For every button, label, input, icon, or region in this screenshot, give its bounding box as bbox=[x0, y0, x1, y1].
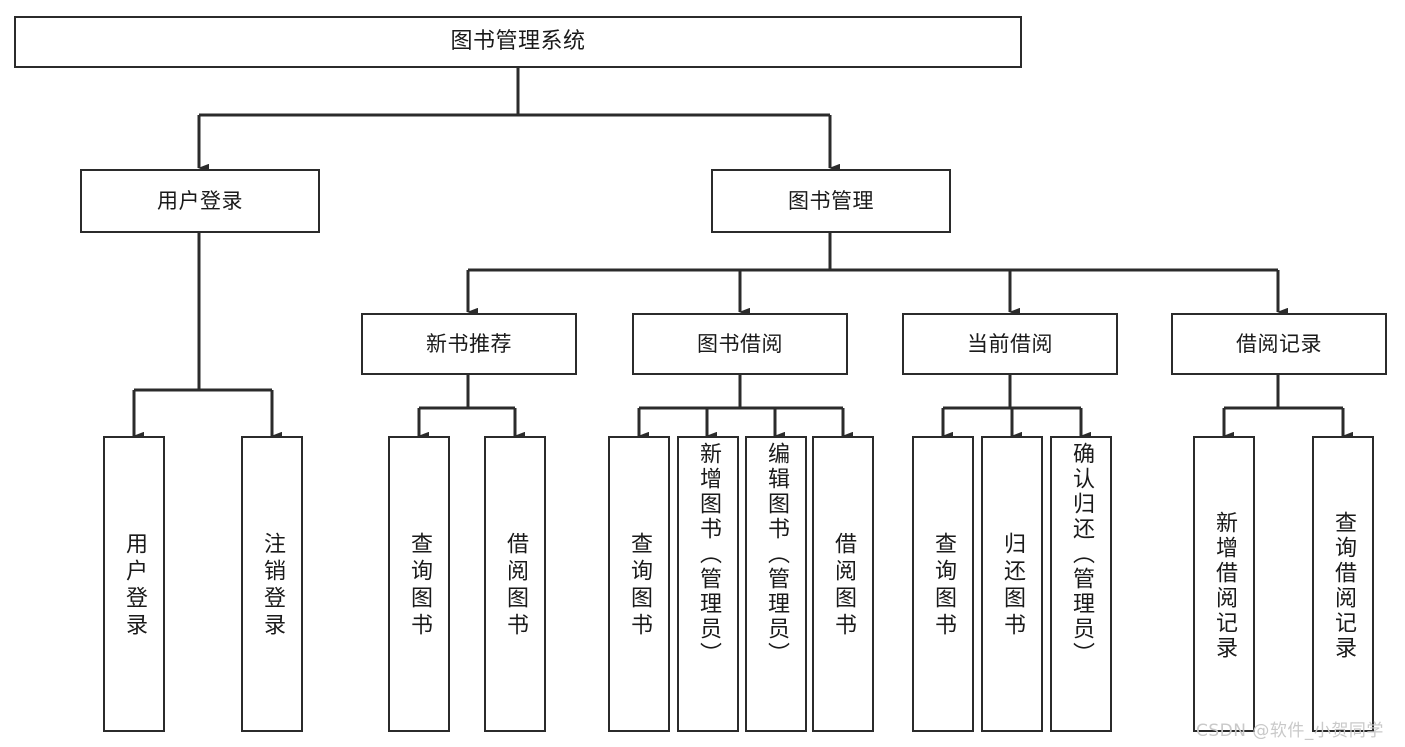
node-label: 新增借阅记录 bbox=[1212, 511, 1237, 661]
node-borrow-record[interactable]: 借阅记录 bbox=[1171, 313, 1387, 375]
leaf-query-borrow-record[interactable]: 查询借阅记录 bbox=[1312, 436, 1374, 732]
leaf-confirm-return-admin[interactable]: 确认归还（管理员） bbox=[1050, 436, 1112, 732]
node-label: 借阅图书 bbox=[503, 532, 528, 640]
node-label: 用户登录 bbox=[157, 188, 243, 213]
node-label: 图书借阅 bbox=[697, 331, 783, 356]
node-book-borrow[interactable]: 图书借阅 bbox=[632, 313, 848, 375]
node-label: 注销登录 bbox=[260, 532, 285, 640]
node-label: 查询图书 bbox=[407, 532, 432, 640]
node-label: 新书推荐 bbox=[426, 331, 512, 356]
leaf-return-book[interactable]: 归还图书 bbox=[981, 436, 1043, 732]
node-label: 借阅记录 bbox=[1236, 331, 1322, 356]
node-label: 图书管理 bbox=[788, 188, 874, 213]
node-label: 用户登录 bbox=[122, 532, 147, 640]
node-label: 查询图书 bbox=[627, 532, 652, 640]
node-label: 当前借阅 bbox=[967, 331, 1053, 356]
leaf-query-book-recommend[interactable]: 查询图书 bbox=[388, 436, 450, 732]
node-root-book-management-system[interactable]: 图书管理系统 bbox=[14, 16, 1022, 68]
node-label: 借阅图书 bbox=[831, 532, 856, 640]
leaf-query-book-current[interactable]: 查询图书 bbox=[912, 436, 974, 732]
node-label: 图书管理系统 bbox=[450, 29, 586, 55]
node-label: 编辑图书（管理员） bbox=[764, 442, 789, 667]
node-current-borrow[interactable]: 当前借阅 bbox=[902, 313, 1118, 375]
node-label: 查询借阅记录 bbox=[1331, 511, 1356, 661]
leaf-query-book-borrow[interactable]: 查询图书 bbox=[608, 436, 670, 732]
node-new-book-recommend[interactable]: 新书推荐 bbox=[361, 313, 577, 375]
leaf-logout-login[interactable]: 注销登录 bbox=[241, 436, 303, 732]
leaf-borrow-book-recommend[interactable]: 借阅图书 bbox=[484, 436, 546, 732]
leaf-add-borrow-record[interactable]: 新增借阅记录 bbox=[1193, 436, 1255, 732]
leaf-borrow-book-borrow[interactable]: 借阅图书 bbox=[812, 436, 874, 732]
csdn-watermark: CSDN @软件_小贺同学 bbox=[1196, 721, 1384, 741]
node-label: 查询图书 bbox=[931, 532, 956, 640]
leaf-add-book-admin[interactable]: 新增图书（管理员） bbox=[677, 436, 739, 732]
node-label: 新增图书（管理员） bbox=[696, 442, 721, 667]
node-user-login[interactable]: 用户登录 bbox=[80, 169, 320, 233]
node-book-management[interactable]: 图书管理 bbox=[711, 169, 951, 233]
leaf-user-login[interactable]: 用户登录 bbox=[103, 436, 165, 732]
node-label: 确认归还（管理员） bbox=[1069, 442, 1094, 667]
node-label: 归还图书 bbox=[1000, 532, 1025, 640]
leaf-edit-book-admin[interactable]: 编辑图书（管理员） bbox=[745, 436, 807, 732]
